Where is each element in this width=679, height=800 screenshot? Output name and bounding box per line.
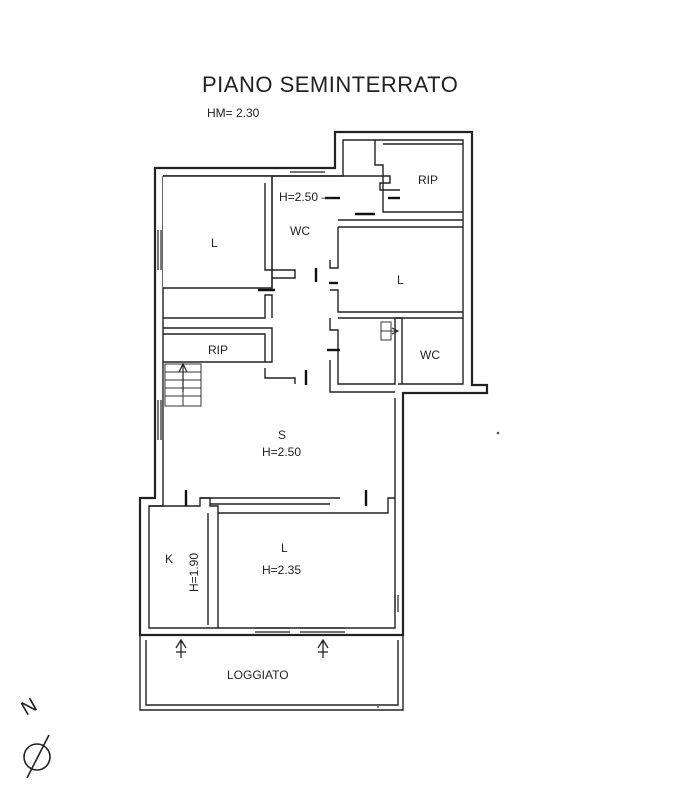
door-markers bbox=[184, 196, 400, 506]
scan-specks bbox=[377, 431, 500, 708]
stairs bbox=[164, 362, 202, 407]
interior-walls bbox=[149, 140, 463, 633]
room-label-k: K bbox=[165, 552, 173, 566]
room-label-rip-top: RIP bbox=[418, 173, 438, 187]
room-label-loggiato: LOGGIATO bbox=[227, 668, 289, 682]
room-label-l-bottom: L bbox=[281, 541, 288, 555]
room-height-s: H=2.50 bbox=[262, 445, 301, 459]
north-arrow-icon: N bbox=[18, 694, 51, 779]
room-label-s: S bbox=[278, 428, 286, 442]
plan-title: PIANO SEMINTERRATO bbox=[202, 72, 458, 97]
room-label-l-middle: L bbox=[397, 273, 404, 287]
corridor-height-label: H=2.50 — bbox=[279, 190, 333, 204]
room-label-rip-left: RIP bbox=[208, 343, 228, 357]
room-label-wc-top: WC bbox=[290, 224, 310, 238]
room-label-wc-right: WC bbox=[420, 348, 440, 362]
plan-subtitle: HM= 2.30 bbox=[207, 106, 260, 120]
entry-arrow-icon bbox=[317, 638, 329, 658]
entry-arrow-icon bbox=[175, 638, 187, 658]
stair-arrow-icon bbox=[178, 362, 188, 392]
room-label-l-topleft: L bbox=[211, 236, 218, 250]
room-height-k: H=1.90 bbox=[187, 553, 201, 592]
shaft-detail bbox=[380, 321, 400, 341]
room-height-l-bottom: H=2.35 bbox=[262, 563, 301, 577]
north-label: N bbox=[18, 694, 42, 720]
